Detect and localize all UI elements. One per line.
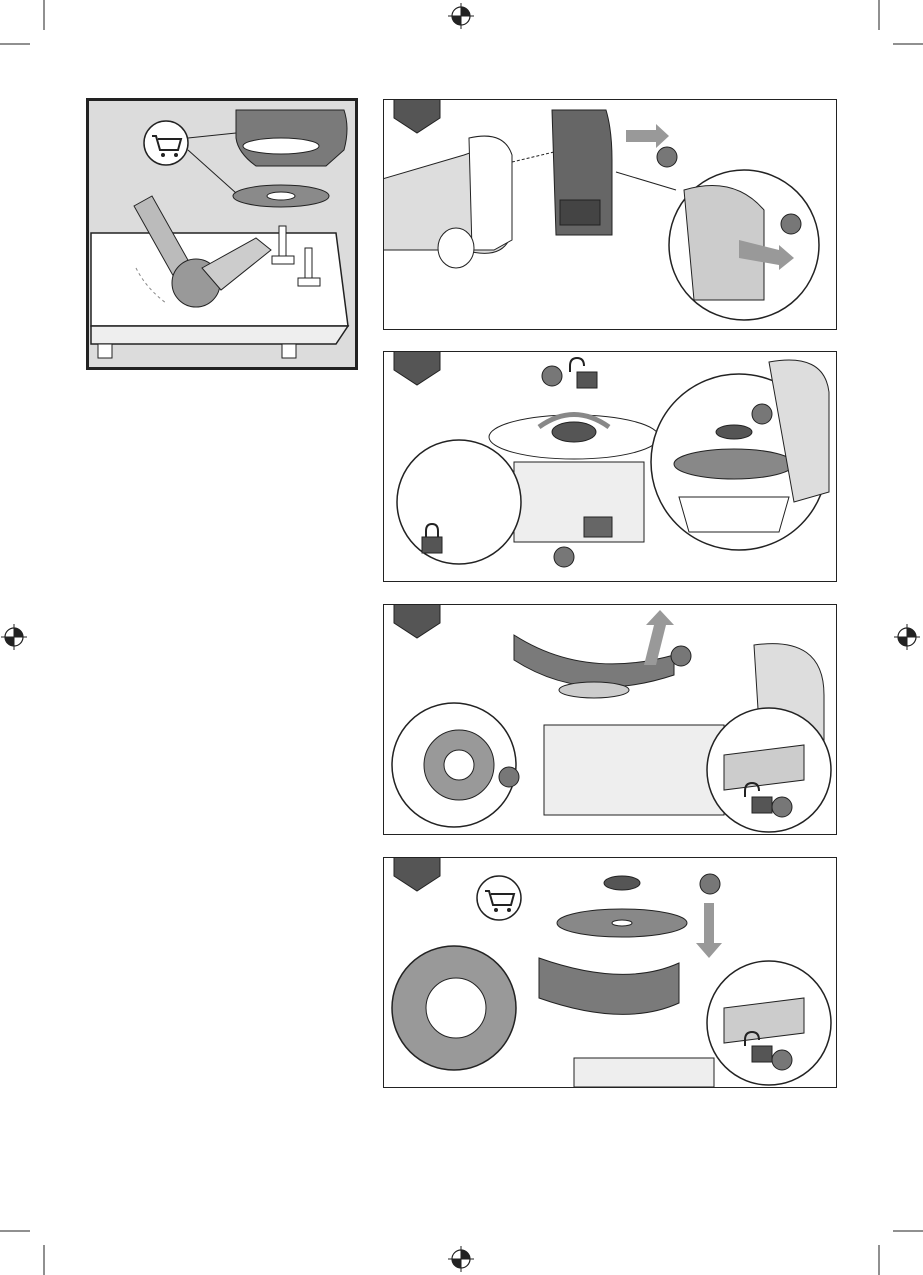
step-badge: [700, 874, 720, 894]
step-badge: [657, 147, 677, 167]
step-badge: [542, 366, 562, 386]
step-2-drawing: [384, 352, 836, 581]
step-badge: [671, 646, 691, 666]
step-badge: [554, 547, 574, 567]
step-badge: [772, 1050, 792, 1070]
down-arrow-icon: [696, 903, 722, 958]
registration-mark-left: [1, 624, 27, 650]
step-badge: [752, 404, 772, 424]
step-4-panel: [383, 857, 837, 1088]
lock-open-icon: [570, 358, 597, 388]
pull-arrow-icon: [626, 124, 669, 148]
step-3-drawing: [384, 605, 836, 834]
registration-mark-right: [894, 624, 920, 650]
registration-mark-top: [448, 3, 474, 29]
registration-mark-bottom: [448, 1246, 474, 1272]
step-3-panel: [383, 604, 837, 835]
step-1-drawing: [384, 100, 836, 329]
step-badge: [499, 767, 519, 787]
step-2-panel: [383, 351, 837, 582]
cart-icon: [477, 876, 521, 920]
step-4-drawing: [384, 858, 836, 1087]
step-1-panel: [383, 99, 837, 330]
step-badge: [772, 797, 792, 817]
overview-illustration: [86, 98, 358, 370]
step-badge: [781, 214, 801, 234]
overview-drawing: [86, 98, 358, 370]
